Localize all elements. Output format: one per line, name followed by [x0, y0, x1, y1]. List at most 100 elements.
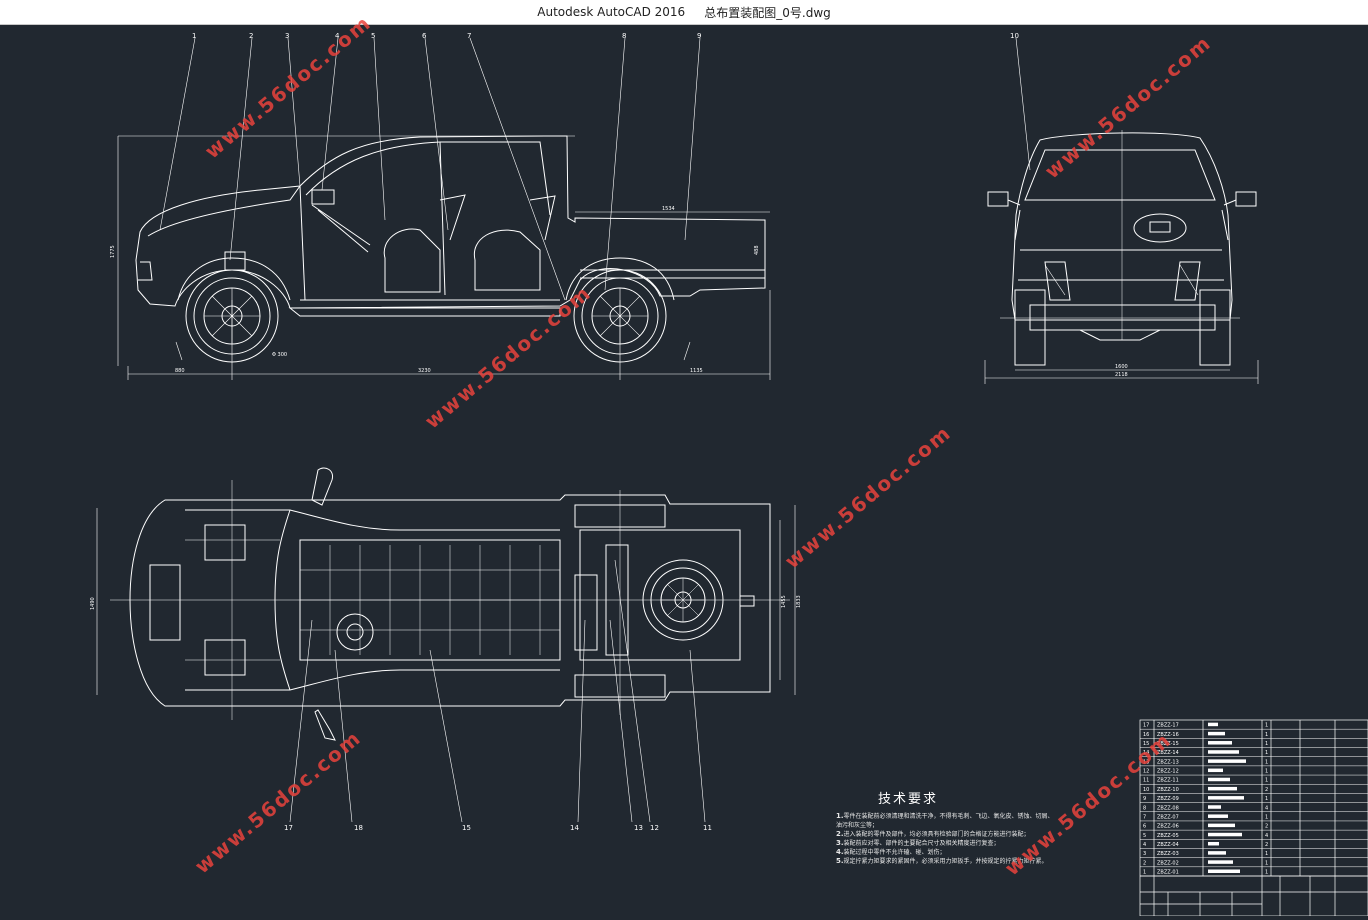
callout-4: 4 [335, 32, 340, 40]
dim-bed-length: 1534 [662, 206, 675, 212]
dim-bed-height: 488 [754, 245, 760, 255]
callout-8: 8 [622, 32, 626, 40]
bom-name-glyph [1208, 741, 1232, 745]
bom-code: ZBZZ-11 [1157, 778, 1179, 784]
callout-1: 1 [192, 32, 196, 40]
bom-qty: 1 [1265, 759, 1268, 765]
bom-qty: 1 [1265, 750, 1268, 756]
dim-top-left-width: 1490 [90, 597, 96, 610]
bom-code: ZBZZ-14 [1157, 750, 1179, 756]
bom-qty: 1 [1265, 814, 1268, 820]
dim-front-overhang: 880 [175, 368, 185, 374]
bom-no: 6 [1143, 824, 1146, 830]
callout-13: 13 [634, 824, 643, 832]
bom-no: 8 [1143, 805, 1146, 811]
front-view [984, 37, 1259, 384]
bom-qty: 1 [1265, 741, 1268, 747]
bom-name-glyph [1208, 860, 1233, 864]
bom-name-glyph [1208, 777, 1230, 782]
bom-qty: 4 [1265, 833, 1268, 839]
bom-code: ZBZZ-10 [1157, 787, 1179, 793]
bom-name-glyph [1208, 814, 1228, 818]
bom-no: 11 [1143, 778, 1149, 784]
bom-no: 14 [1143, 750, 1149, 756]
bom-qty: 1 [1265, 732, 1268, 738]
bom-no: 2 [1143, 860, 1146, 866]
bom-code: ZBZZ-07 [1157, 814, 1179, 820]
bom-no: 13 [1143, 759, 1149, 765]
bom-name-glyph [1208, 841, 1219, 846]
callout-11: 11 [703, 824, 712, 832]
top-view [96, 467, 796, 823]
bom-name-glyph [1208, 805, 1221, 809]
bom-code: ZBZZ-16 [1157, 732, 1179, 738]
bom-code: ZBZZ-04 [1157, 842, 1179, 848]
bom-code: ZBZZ-13 [1157, 759, 1179, 765]
bom-no: 10 [1143, 787, 1149, 793]
bom-code: ZBZZ-12 [1157, 769, 1179, 775]
bom-qty: 1 [1265, 796, 1268, 802]
bom-no: 17 [1143, 723, 1149, 729]
bom-name-glyph [1208, 832, 1242, 837]
bom-qty: 1 [1265, 860, 1268, 866]
bom-no: 4 [1143, 842, 1146, 848]
dim-overall-width: 2118 [1115, 372, 1128, 378]
callout-14: 14 [570, 824, 579, 832]
bom-name-glyph [1208, 731, 1225, 736]
bom-name-glyph [1208, 796, 1244, 800]
dim-wheelbase: 3230 [418, 368, 431, 374]
dim-rear-overhang: 1135 [690, 368, 703, 374]
bom-no: 12 [1143, 769, 1149, 775]
side-view [117, 37, 771, 380]
bom-no: 9 [1143, 796, 1146, 802]
tech-item: 2.进入装配的零件及部件，均必须具有检验部门的合格证方能进行装配； [836, 830, 1030, 838]
bom-qty: 1 [1265, 851, 1268, 857]
callout-5: 5 [371, 32, 375, 40]
bom-qty: 1 [1265, 769, 1268, 775]
bom-code: ZBZZ-15 [1157, 741, 1179, 747]
bom-name-glyph [1208, 786, 1237, 791]
dim-top-right-outer: 1833 [796, 595, 802, 608]
dim-track: 1600 [1115, 364, 1128, 370]
bom-code: ZBZZ-05 [1157, 833, 1179, 839]
top-callouts: 17 18 15 14 13 12 11 [284, 824, 712, 832]
bom-code: ZBZZ-06 [1157, 824, 1179, 830]
bom-name-glyph [1208, 823, 1235, 828]
bom-code: ZBZZ-02 [1157, 860, 1179, 866]
bom-name-glyph [1208, 759, 1246, 763]
tech-title: 技术要求 [878, 792, 939, 807]
bom-code: ZBZZ-01 [1157, 870, 1179, 876]
dim-top-right-inner: 1455 [781, 595, 787, 608]
bom-code: ZBZZ-17 [1157, 723, 1179, 729]
bom-code: ZBZZ-03 [1157, 851, 1179, 857]
drawing-svg: 1 2 3 4 5 6 7 8 9 10 17 18 15 14 13 12 1… [90, 32, 1368, 917]
technical-requirements: 技术要求 1.零件在装配前必须清理和清洗干净，不得有毛刺、飞边、氧化皮、锈蚀、切… [836, 788, 1054, 866]
bom-qty: 4 [1265, 805, 1268, 811]
bom-no: 15 [1143, 741, 1149, 747]
tech-item: 1.零件在装配前必须清理和清洗干净，不得有毛刺、飞边、氧化皮、锈蚀、切屑、 [836, 812, 1054, 820]
tech-item: 5.规定拧紧力矩要求的紧固件，必须采用力矩扳手，并按规定的拧紧力矩拧紧。 [836, 857, 1048, 865]
bom-name-glyph [1208, 768, 1223, 773]
callout-12: 12 [650, 824, 659, 832]
drawing-canvas[interactable]: 1 2 3 4 5 6 7 8 9 10 17 18 15 14 13 12 1… [0, 24, 1368, 917]
tech-item: 油污和灰尘等； [836, 822, 879, 829]
callout-6: 6 [422, 32, 427, 40]
side-callouts: 1 2 3 4 5 6 7 8 9 10 [192, 32, 1019, 40]
bom-qty: 1 [1265, 778, 1268, 784]
dim-tire-note: Φ 300 [272, 352, 287, 358]
dimension-labels: 1775 1534 488 880 3230 1135 Φ 300 1600 2… [90, 206, 1128, 610]
bom-no: 5 [1143, 833, 1146, 839]
window-title-bar: Autodesk AutoCAD 2016 总布置装配图_0号.dwg [0, 0, 1368, 25]
file-name: 总布置装配图_0号.dwg [704, 5, 831, 20]
bom-qty: 1 [1265, 723, 1268, 729]
bom-no: 7 [1143, 814, 1146, 820]
bom-no: 16 [1143, 732, 1149, 738]
callout-18: 18 [354, 824, 363, 832]
bom-qty: 2 [1265, 824, 1268, 830]
tech-item: 4.装配过程中零件不允许磕、碰、划伤； [836, 848, 946, 856]
callout-7: 7 [467, 32, 471, 40]
tech-item: 3.装配前应对零、部件的主要配合尺寸及相关精度进行复查； [836, 839, 1000, 847]
bom-qty: 1 [1265, 870, 1268, 876]
callout-10: 10 [1010, 32, 1019, 40]
